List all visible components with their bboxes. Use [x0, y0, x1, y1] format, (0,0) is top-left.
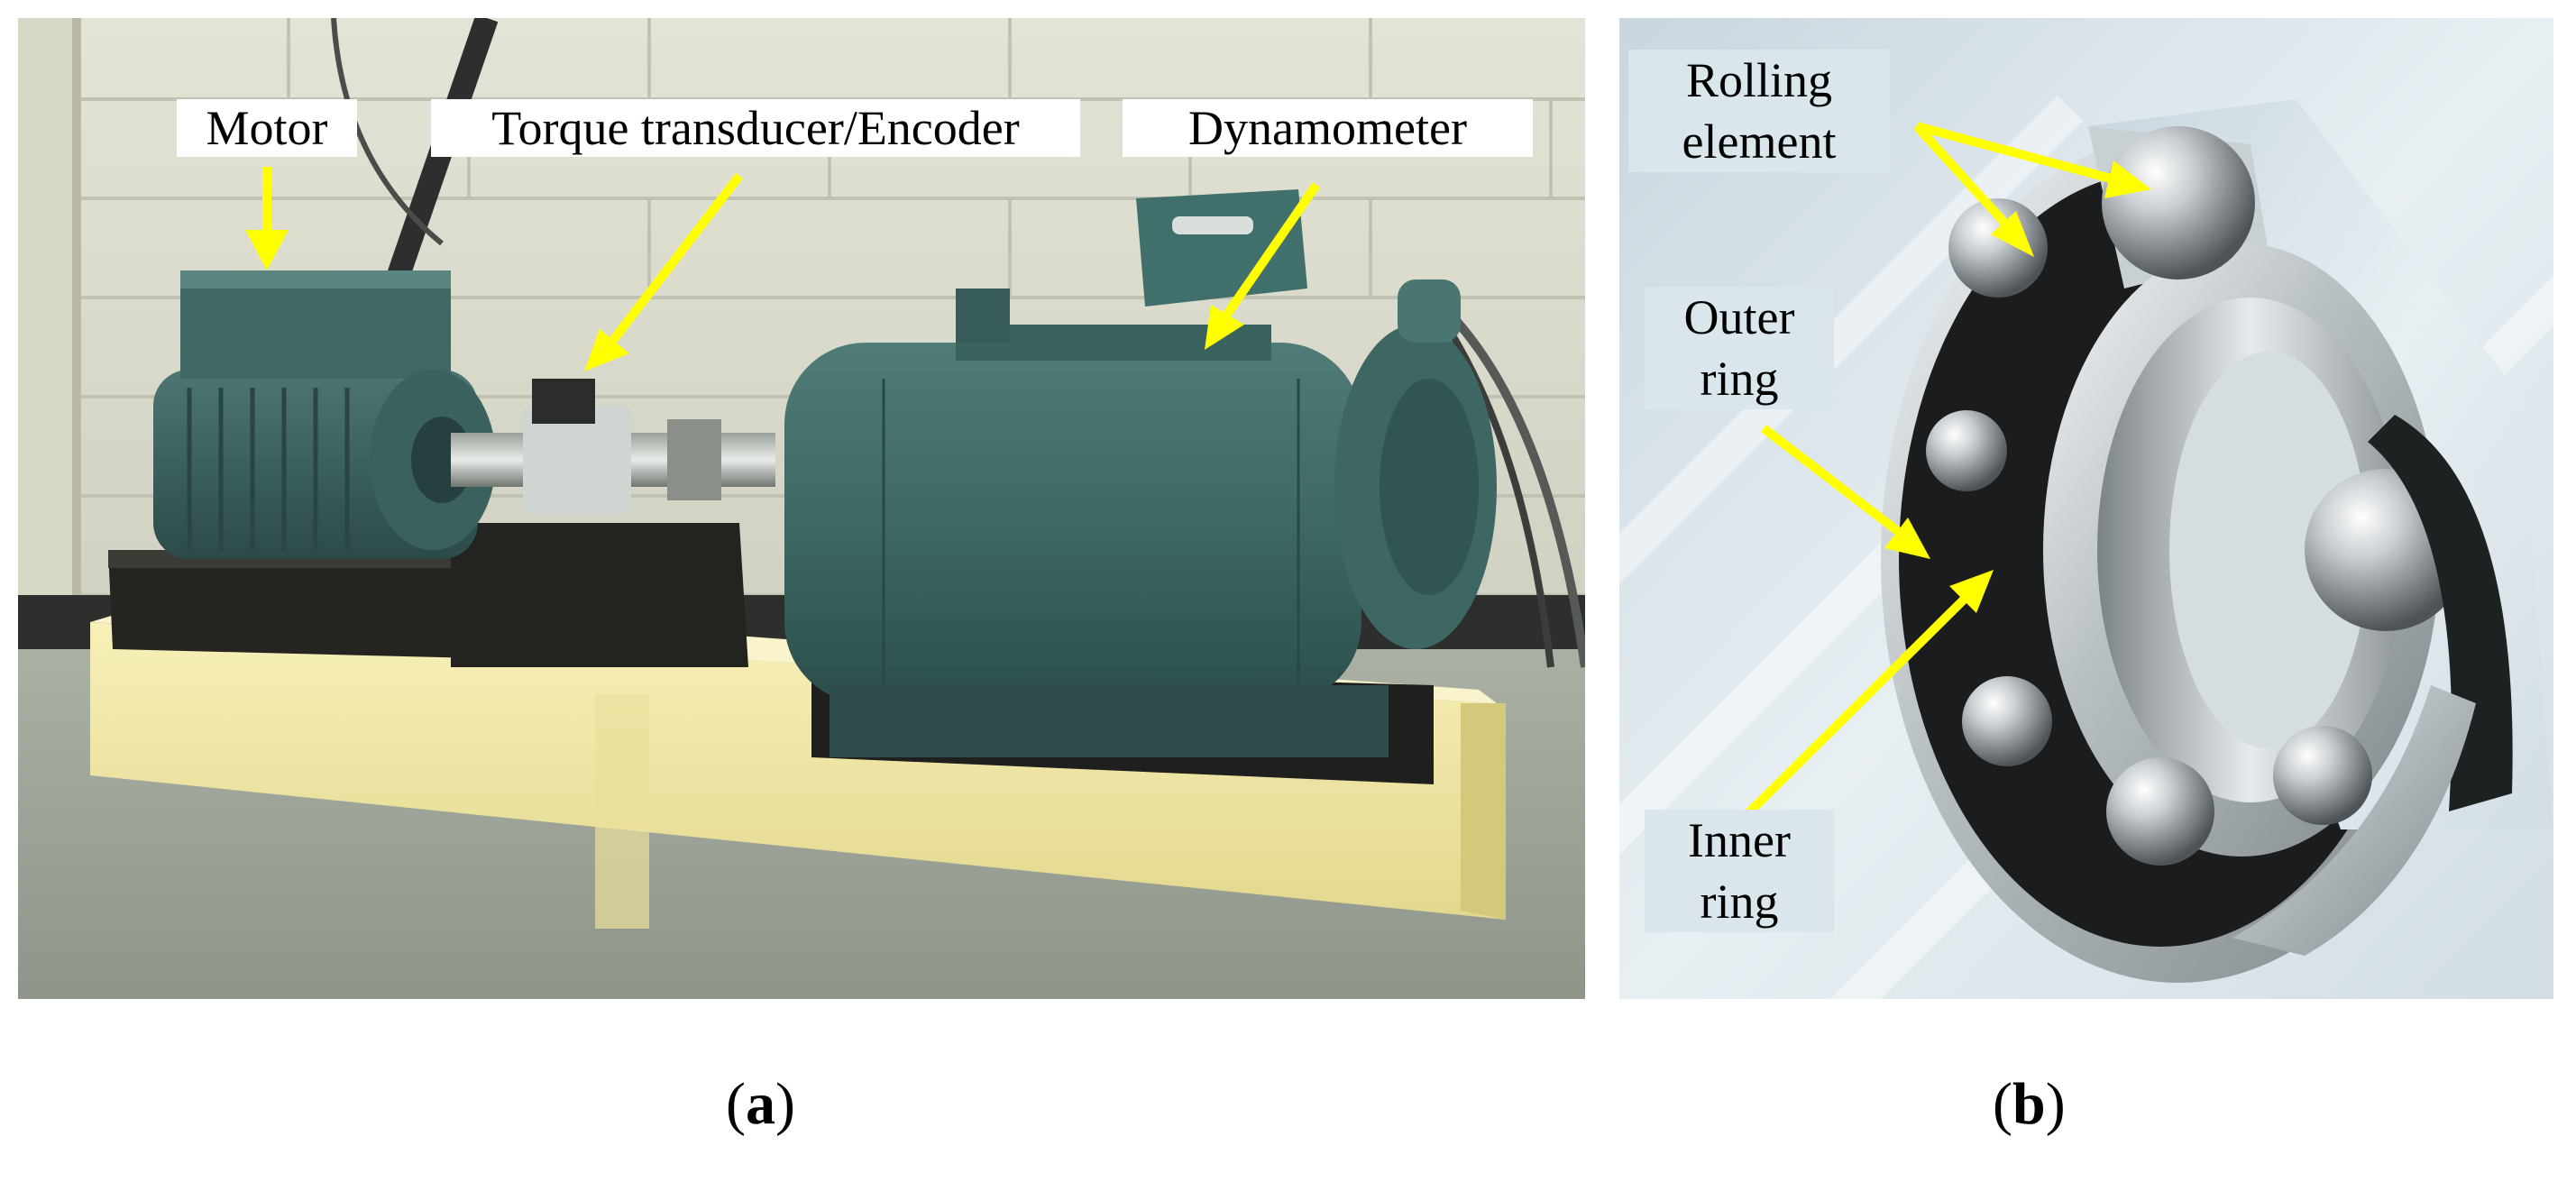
- rolling-element-label: Rolling element: [1628, 50, 1890, 172]
- torque-transducer-label: Torque transducer/Encoder: [431, 99, 1080, 157]
- outer-ring-line1: Outer: [1683, 290, 1795, 344]
- caption-a: (a): [726, 1068, 795, 1141]
- dynamometer-arrow: [1222, 182, 1321, 318]
- caption-a-close: ): [775, 1071, 795, 1137]
- rolling-element-line2: element: [1682, 115, 1837, 169]
- rolling-element-arrow-2: [1913, 123, 2011, 229]
- test-rig-photo: Motor Torque transducer/Encoder Dynamome…: [18, 18, 1585, 999]
- caption-b-close: ): [2045, 1071, 2066, 1137]
- inner-ring-line2: ring: [1700, 875, 1779, 929]
- torque-arrow: [608, 172, 743, 346]
- rolling-element-line1: Rolling: [1685, 53, 1833, 107]
- dynamometer-label: Dynamometer: [1123, 99, 1533, 157]
- inner-ring-arrow: [1742, 596, 1967, 820]
- inner-ring-label: Inner ring: [1645, 810, 1834, 932]
- outer-ring-label: Outer ring: [1645, 287, 1834, 409]
- bearing-illustration: Rolling element Outer ring Inner ring: [1619, 18, 2553, 999]
- outer-ring-line2: ring: [1700, 352, 1779, 406]
- annotation-arrows: [245, 167, 1321, 371]
- caption-a-open: (: [726, 1071, 746, 1137]
- bearing-arrows: [1742, 122, 2151, 820]
- caption-b-letter: b: [2012, 1071, 2046, 1137]
- caption-a-letter: a: [745, 1071, 775, 1137]
- caption-b-open: (: [1993, 1071, 2012, 1137]
- caption-b: (b): [1993, 1068, 2066, 1141]
- inner-ring-line1: Inner: [1688, 813, 1791, 867]
- outer-ring-arrow: [1760, 425, 1902, 536]
- rolling-element-arrow-1: [1915, 122, 2113, 183]
- motor-label: Motor: [177, 99, 357, 157]
